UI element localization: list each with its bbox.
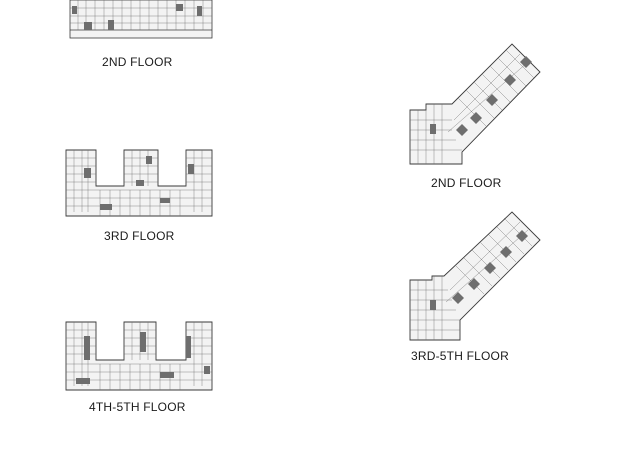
floor-label-left-4th-5th: 4TH-5TH FLOOR	[89, 400, 186, 414]
floor-plan-left-3rd	[65, 149, 213, 217]
floor-label-right-2nd: 2ND FLOOR	[431, 176, 502, 190]
floor-plan-left-2nd	[69, 0, 213, 39]
floor-label-right-3rd-5th: 3RD-5TH FLOOR	[411, 349, 509, 363]
stair-cores	[72, 4, 202, 30]
floor-plan-right-2nd	[409, 43, 541, 165]
floor-label-left-2nd: 2ND FLOOR	[102, 55, 173, 69]
floor-plan-left-4th-5th	[65, 321, 213, 391]
floor-label-left-3rd: 3RD FLOOR	[104, 229, 175, 243]
unit-grid	[70, 0, 212, 30]
floor-plan-right-3rd-5th	[409, 211, 541, 341]
